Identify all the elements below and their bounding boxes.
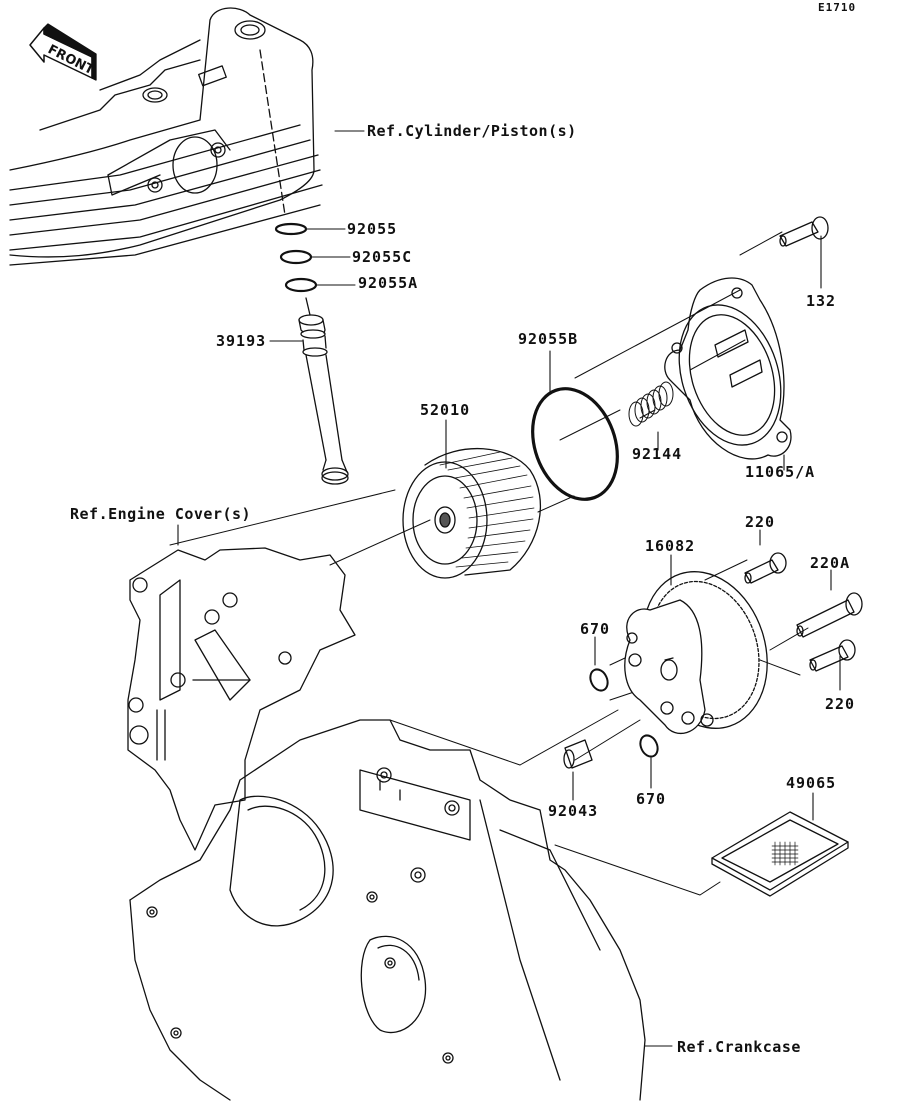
part-label-11065a[interactable]: 11065/A <box>745 463 816 481</box>
part-label-92055[interactable]: 92055 <box>347 220 398 238</box>
part-label-92043[interactable]: 92043 <box>548 802 599 820</box>
part-label-49065[interactable]: 49065 <box>786 774 837 792</box>
alignment-lines <box>169 231 809 896</box>
filter-cover-11065a <box>664 277 792 460</box>
oil-pipe-39193 <box>298 297 349 485</box>
front-arrow-icon: FRONT <box>29 23 97 81</box>
dowel-pin-92043 <box>563 739 593 769</box>
o-ring-92055c <box>279 249 313 265</box>
part-label-39193[interactable]: 39193 <box>216 332 267 350</box>
ref-engine-cover-link[interactable]: Ref.Engine Cover(s) <box>70 505 252 523</box>
o-ring-670-upper <box>589 668 609 692</box>
part-label-220a[interactable]: 220A <box>810 554 851 572</box>
crankcase-drawing <box>129 719 646 1101</box>
part-label-92055b[interactable]: 92055B <box>518 330 579 348</box>
oil-pump-16082 <box>624 571 768 734</box>
o-ring-92055a <box>284 277 318 293</box>
oil-filter-52010 <box>402 448 542 579</box>
ref-cylinder-piston-link[interactable]: Ref.Cylinder/Piston(s) <box>367 122 577 140</box>
part-label-220-upper[interactable]: 220 <box>745 513 776 531</box>
cylinder-head-drawing <box>9 7 323 266</box>
o-ring-92055 <box>274 222 308 236</box>
part-label-92144[interactable]: 92144 <box>632 445 683 463</box>
leader-lines <box>177 130 841 1047</box>
part-label-670-lower[interactable]: 670 <box>636 790 667 808</box>
part-label-132[interactable]: 132 <box>806 292 837 310</box>
ref-crankcase-link[interactable]: Ref.Crankcase <box>677 1038 801 1056</box>
bolt-132 <box>779 216 829 247</box>
spring-92144 <box>628 381 674 427</box>
o-ring-670-lower <box>639 734 659 758</box>
part-label-16082[interactable]: 16082 <box>645 537 696 555</box>
part-label-92055a[interactable]: 92055A <box>358 274 419 292</box>
part-label-92055c[interactable]: 92055C <box>352 248 413 266</box>
engine-cover-drawing <box>127 547 356 851</box>
bolt-220a <box>796 592 863 638</box>
part-label-52010[interactable]: 52010 <box>420 401 471 419</box>
diagram-code: E1710 <box>818 1 857 14</box>
o-ring-92055b <box>531 387 619 501</box>
part-label-220-lower[interactable]: 220 <box>825 695 856 713</box>
bolt-220-lower <box>809 639 856 672</box>
oil-strainer-49065 <box>711 811 849 897</box>
part-label-670-upper[interactable]: 670 <box>580 620 611 638</box>
bolt-220-upper <box>744 552 787 584</box>
